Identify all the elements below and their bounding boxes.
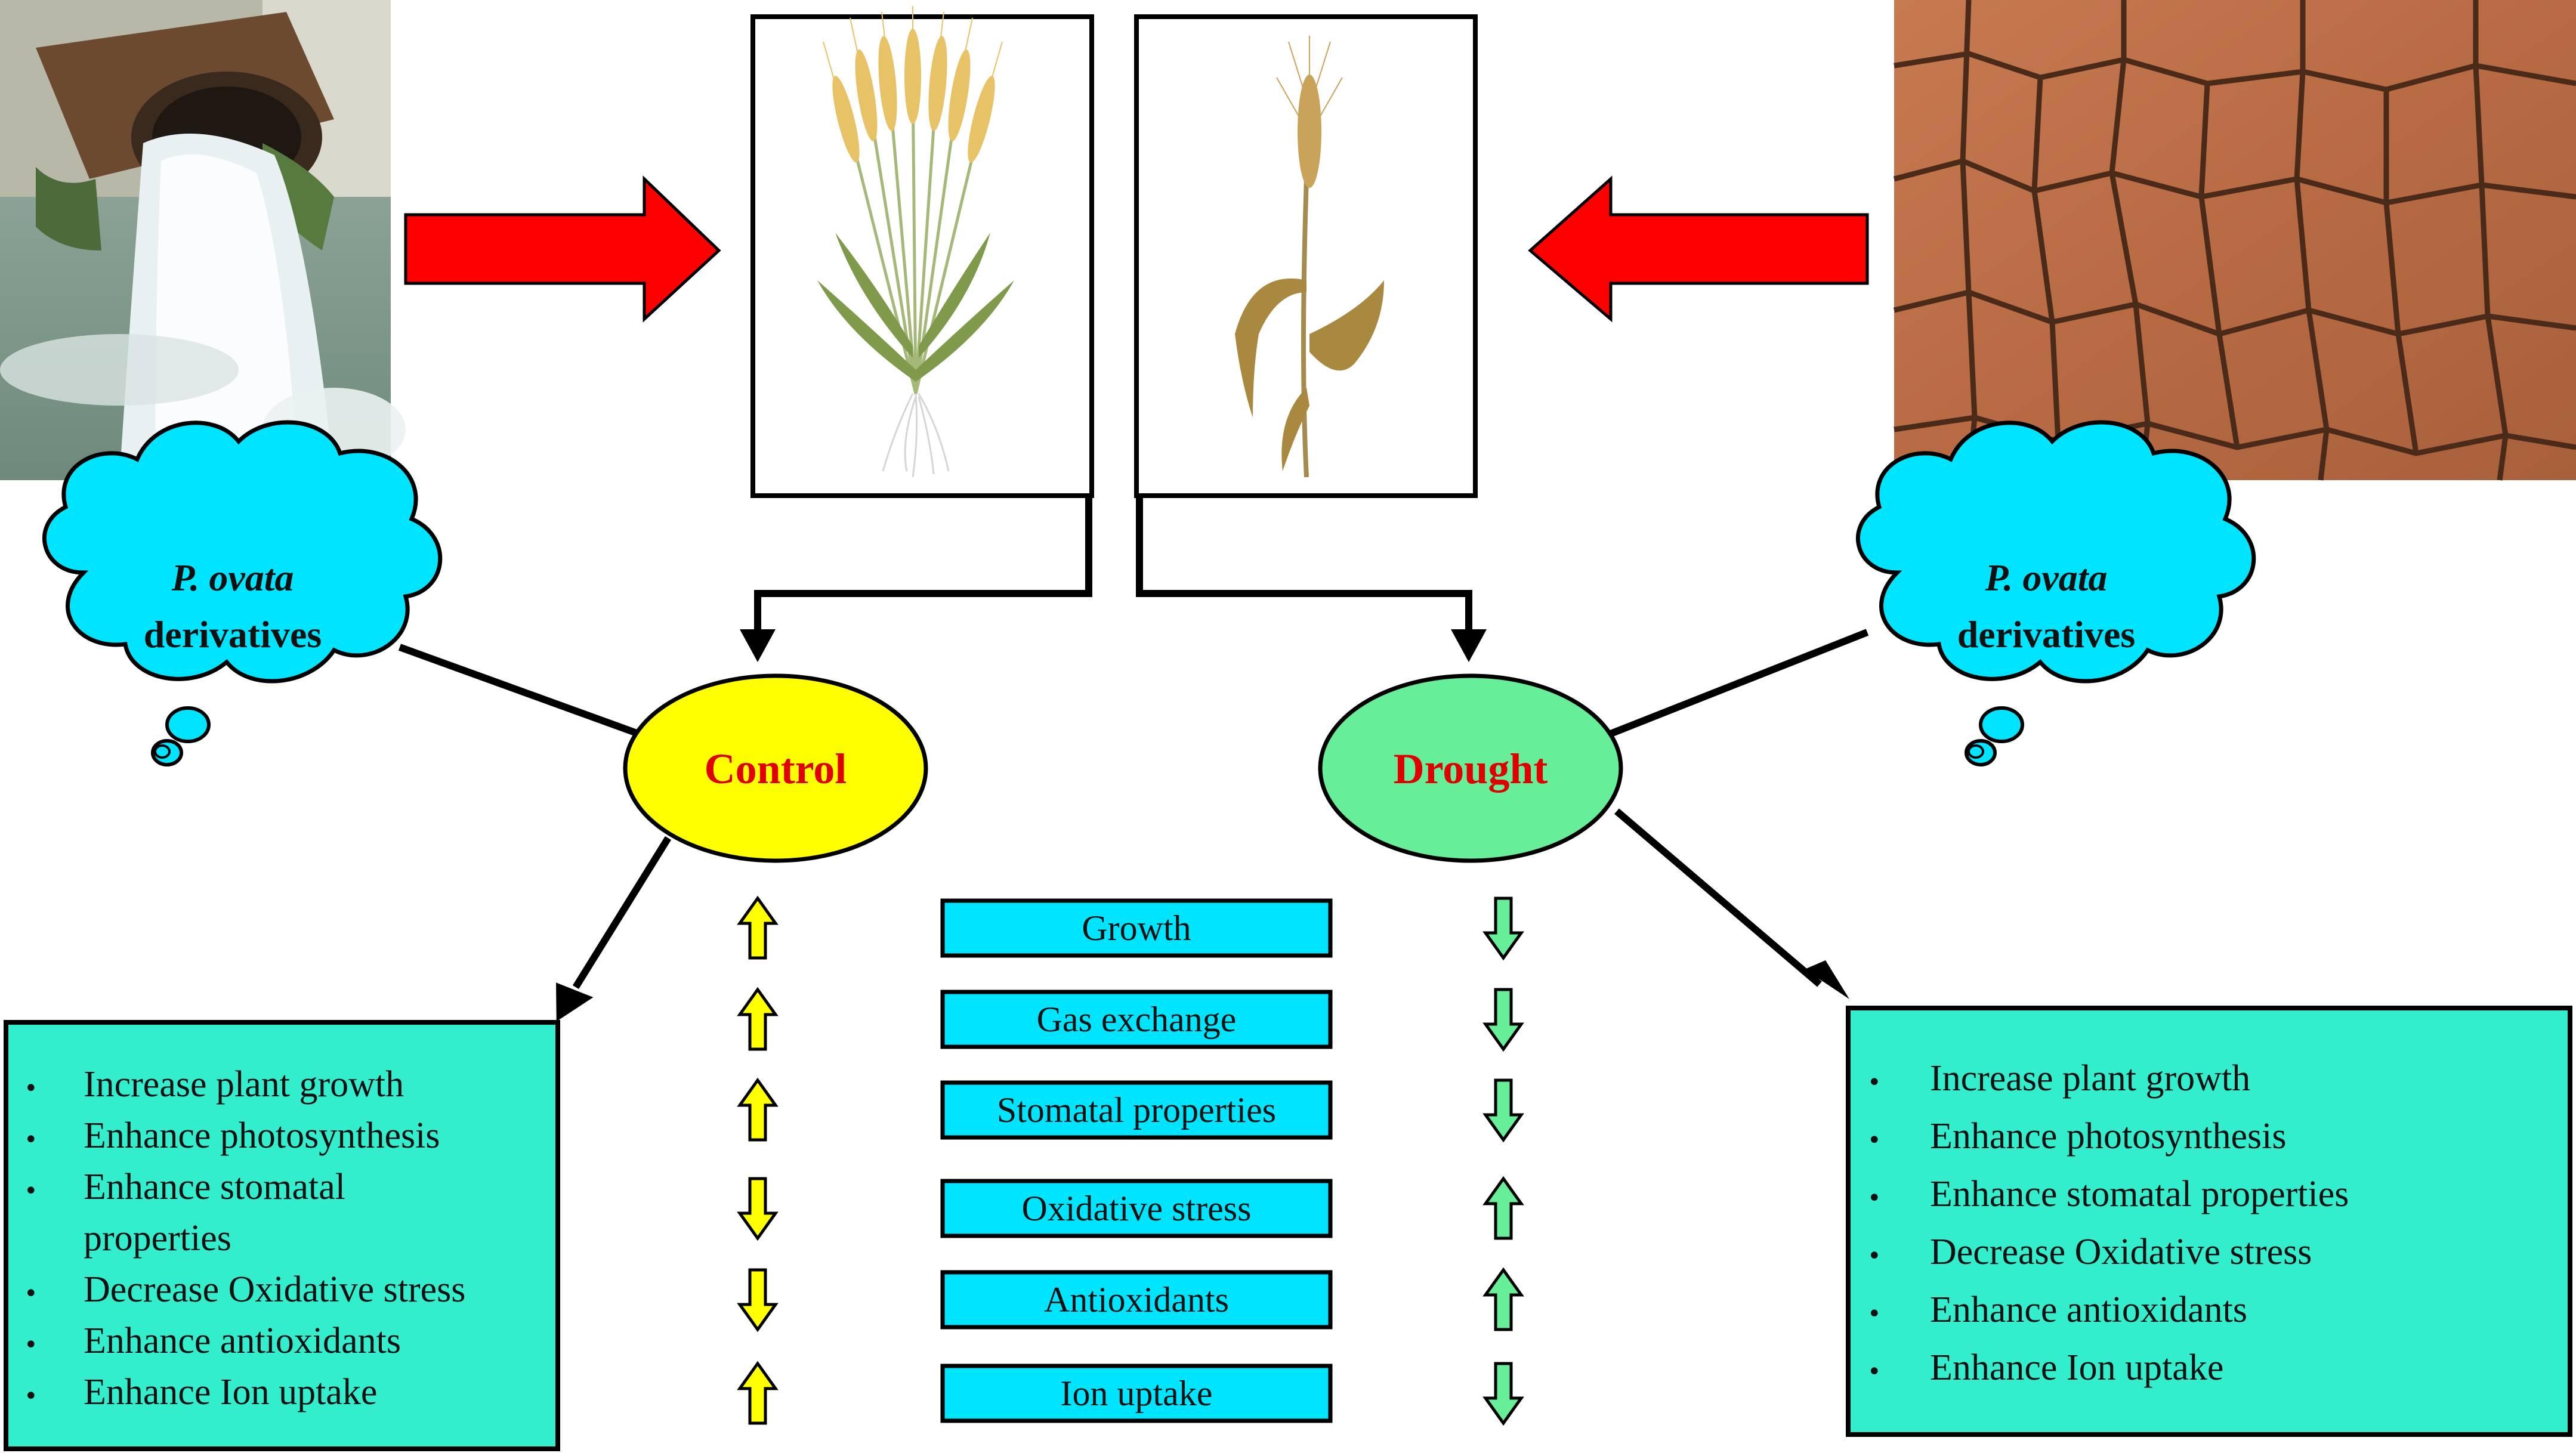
summary-item: Enhance Ion uptake: [84, 1372, 377, 1412]
bullet-icon: •: [1867, 1242, 1882, 1270]
parameter-label: Growth: [1082, 908, 1191, 948]
parameter-label: Antioxidants: [1044, 1280, 1229, 1319]
parameter-box: [940, 1270, 1333, 1330]
arrow-control-to-summary: [556, 836, 672, 1022]
parameter-box: [940, 990, 1333, 1049]
drought-down-arrow-icon: [1482, 988, 1524, 1052]
parameter-row: Antioxidants: [737, 1267, 1524, 1333]
summary-item: Enhance antioxidants: [1930, 1290, 2247, 1330]
line-cloud-left-to-control: [398, 644, 640, 737]
drought-down-arrow-icon: [1482, 1362, 1524, 1426]
summary-item: Enhance photosynthesis: [84, 1115, 440, 1156]
parameter-label: Gas exchange: [1037, 1000, 1237, 1039]
control-down-arrow-icon: [737, 1177, 779, 1241]
control-up-arrow-icon: [737, 895, 779, 960]
red-arrow-right-icon: [404, 175, 721, 323]
summary-item: Enhance Ion uptake: [1930, 1347, 2223, 1388]
bullet-icon: •: [24, 1280, 38, 1307]
bullet-icon: •: [1867, 1300, 1882, 1328]
summary-item: Decrease Oxidative stress: [84, 1269, 465, 1310]
parameter-row: Ion uptake: [737, 1361, 1524, 1426]
parameter-label: Ion uptake: [1061, 1374, 1213, 1413]
right-summary-list: • Increase plant growth • Enhance photosynt…: [1867, 1058, 2349, 1388]
parameter-box: [940, 898, 1333, 958]
cloud-left-line1: P. ovata: [171, 557, 294, 599]
drought-down-arrow-icon: [1482, 1078, 1524, 1143]
cloud-right-line2: derivatives: [1957, 613, 2136, 656]
right-summary-box: • Increase plant growth • Enhance photosynt…: [1846, 1006, 2572, 1437]
control-up-arrow-icon: [737, 1077, 779, 1142]
parameter-row: Gas exchange: [737, 987, 1524, 1052]
arrow-drought-to-summary: [1614, 808, 1849, 999]
healthy-wheat-plant-box: [750, 6, 1094, 498]
summary-item: Increase plant growth: [1930, 1058, 2250, 1099]
parameter-box: [940, 1179, 1333, 1238]
red-arrow-left-icon: [1528, 175, 1869, 323]
wilted-wheat-plant-box: [1134, 14, 1478, 498]
cloud-right: P. ovata derivatives: [1855, 420, 2256, 766]
parameter-row: Growth: [737, 895, 1524, 961]
drought-up-arrow-icon: [1482, 1176, 1524, 1240]
control-up-arrow-icon: [737, 987, 779, 1051]
connector-control: [740, 496, 1092, 662]
parameter-label: Stomatal properties: [997, 1090, 1276, 1130]
connector-drought: [1136, 496, 1487, 662]
bullet-icon: •: [24, 1331, 38, 1359]
parameter-box: [940, 1364, 1333, 1423]
drought-up-arrow-icon: [1482, 1267, 1524, 1331]
summary-item: Enhance photosynthesis: [1930, 1116, 2287, 1157]
bullet-icon: •: [24, 1075, 38, 1102]
control-label: Control: [705, 745, 847, 793]
wilted-wheat-plant-icon: [1235, 36, 1384, 478]
summary-item: Increase plant growth: [84, 1064, 404, 1105]
summary-item: Enhance antioxidants: [84, 1321, 401, 1361]
bullet-icon: •: [24, 1177, 38, 1205]
control-down-arrow-icon: [737, 1268, 779, 1333]
cracked-dry-soil-image: [1893, 0, 2576, 481]
control-up-arrow-icon: [737, 1361, 779, 1425]
line-cloud-right-to-drought: [1609, 629, 1869, 737]
bullet-icon: •: [1867, 1185, 1882, 1212]
cloud-left: P. ovata derivatives: [42, 420, 443, 766]
control-oval: Control: [623, 673, 928, 863]
drought-label: Drought: [1394, 745, 1548, 793]
cloud-right-line1: P. ovata: [1984, 557, 2107, 599]
drought-down-arrow-icon: [1482, 896, 1524, 961]
bullet-icon: •: [1867, 1127, 1882, 1154]
parameter-row: Oxidative stress: [737, 1176, 1524, 1241]
parameter-label: Oxidative stress: [1022, 1189, 1252, 1228]
bullet-icon: •: [24, 1126, 38, 1154]
summary-item: Decrease Oxidative stress: [1930, 1232, 2312, 1272]
water-pipe-outflow-image: [0, 0, 406, 480]
left-summary-list: • Increase plant growth • Enhance photosynt…: [24, 1064, 465, 1412]
healthy-wheat-plant-icon: [817, 6, 1014, 478]
parameter-box: [940, 1080, 1333, 1140]
parameter-row: Stomatal properties: [737, 1077, 1524, 1143]
cloud-left-line2: derivatives: [144, 613, 322, 656]
bullet-icon: •: [1867, 1358, 1882, 1386]
left-summary-box: • Increase plant growth • Enhance photosynt…: [4, 1020, 560, 1451]
drought-oval: Drought: [1318, 673, 1623, 863]
summary-item: Enhance stomatal properties: [1930, 1174, 2349, 1214]
bullet-icon: •: [1867, 1069, 1882, 1096]
bullet-icon: •: [24, 1383, 38, 1410]
